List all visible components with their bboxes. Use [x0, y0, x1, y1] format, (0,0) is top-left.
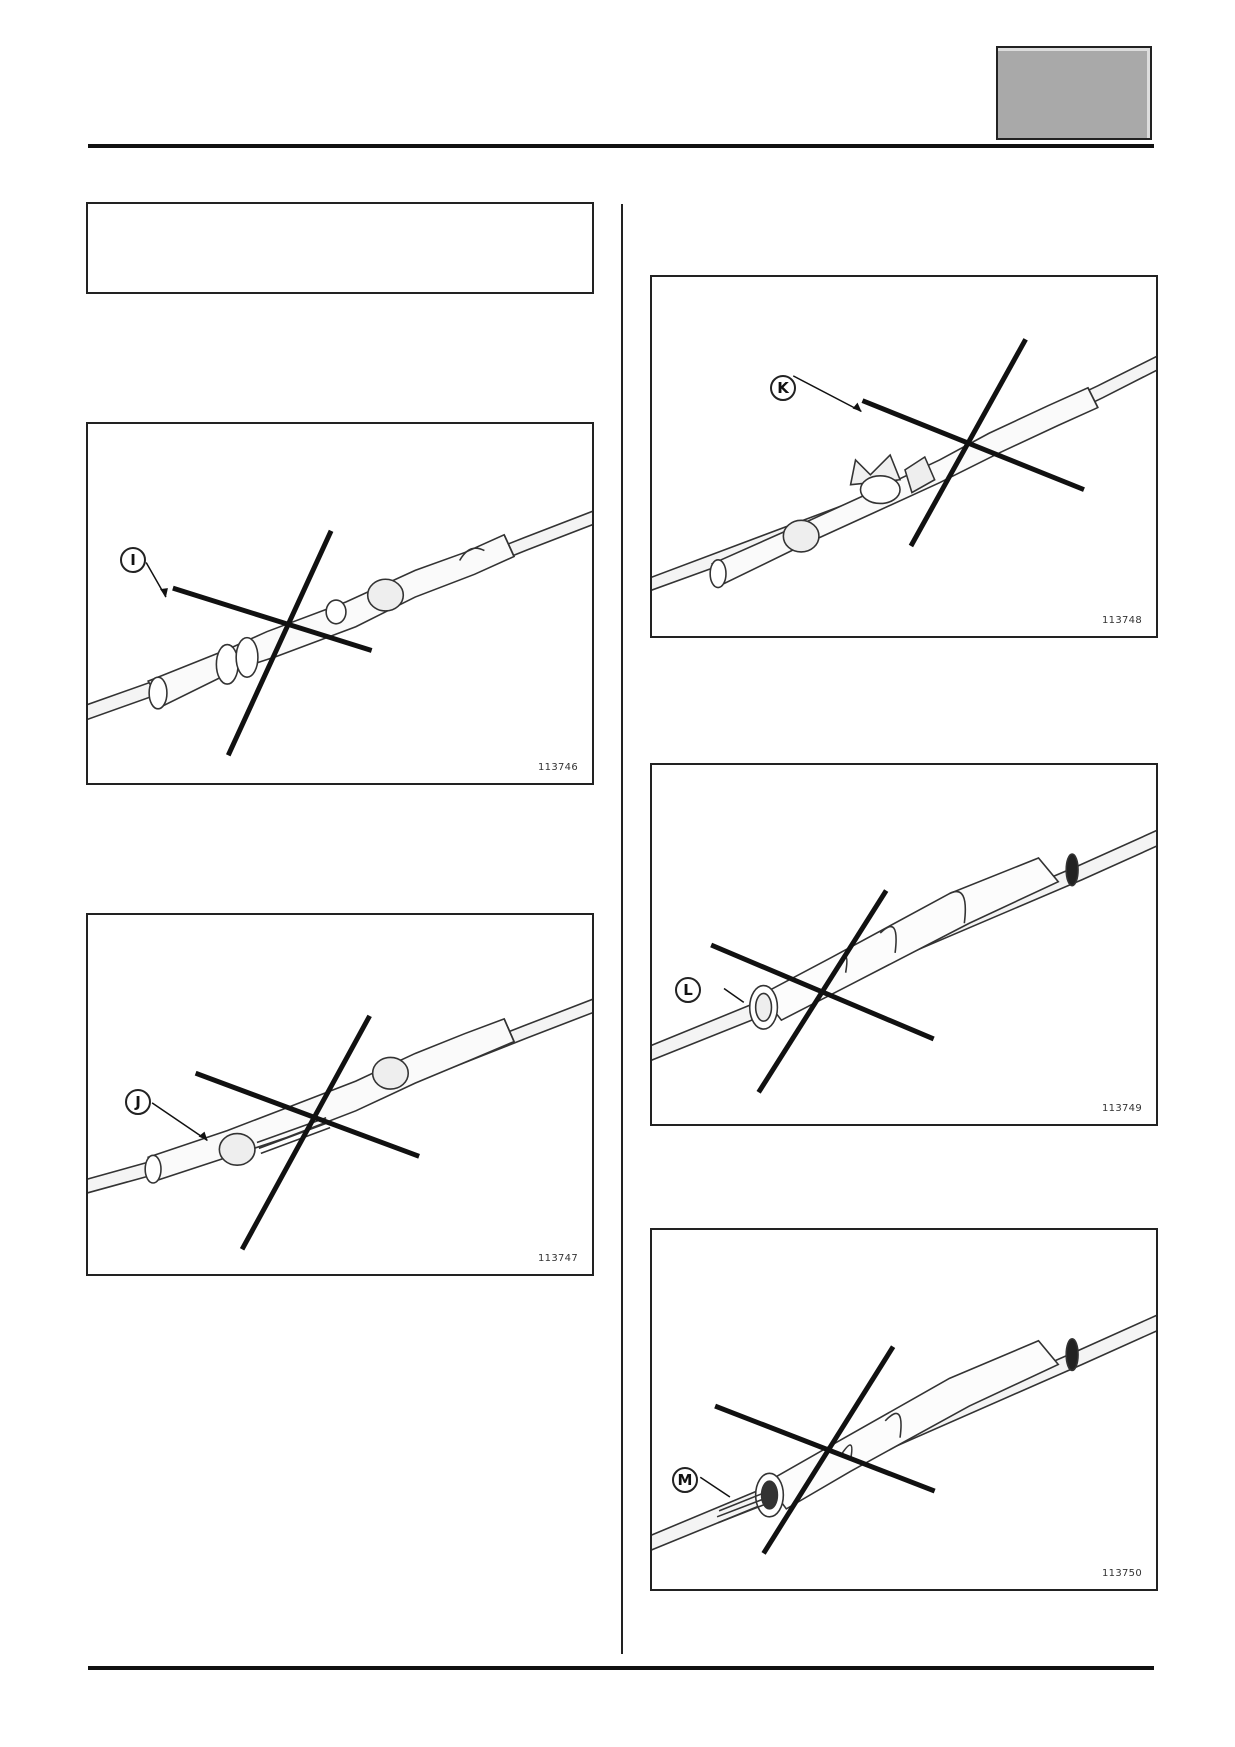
figure-number: 113746: [538, 762, 578, 773]
figure-number: 113747: [538, 1253, 578, 1264]
figure-5: M 113750: [650, 1228, 1158, 1591]
figure-5-drawing: [652, 1314, 1156, 1555]
figure-2: J 113747: [86, 913, 594, 1276]
figure-3: K 113748: [650, 275, 1158, 638]
leader-arrow-icon: [792, 375, 862, 413]
figure-2-drawing: [88, 998, 592, 1251]
figure-number: 113749: [1102, 1103, 1142, 1114]
x-cross-icon: [710, 889, 935, 1094]
x-cross-icon: [714, 1345, 936, 1555]
header-rule: [88, 144, 1154, 148]
figure-3-drawing: [652, 338, 1156, 591]
callout-label: L: [675, 977, 701, 1003]
x-cross-icon: [861, 338, 1085, 548]
note-box: [86, 202, 594, 294]
x-cross-icon: [172, 529, 373, 757]
leader-arrow-icon: [699, 1476, 731, 1498]
figure-number: 113750: [1102, 1568, 1142, 1579]
section-tab: [996, 46, 1152, 140]
figure-1: I 113746: [86, 422, 594, 785]
leader-arrow-icon: [723, 987, 745, 1003]
x-cross-icon: [194, 1014, 420, 1251]
figure-4: L 113749: [650, 763, 1158, 1126]
figure-number: 113748: [1102, 615, 1142, 626]
column-divider: [621, 204, 623, 1654]
callout-label: I: [120, 547, 146, 573]
figure-4-drawing: [652, 829, 1156, 1094]
callout-label: K: [770, 375, 796, 401]
figure-1-drawing: [88, 510, 592, 757]
footer-rule: [88, 1666, 1154, 1670]
callout-label: M: [672, 1467, 698, 1493]
leader-arrow-icon: [151, 1102, 208, 1142]
callout-label: J: [125, 1089, 151, 1115]
